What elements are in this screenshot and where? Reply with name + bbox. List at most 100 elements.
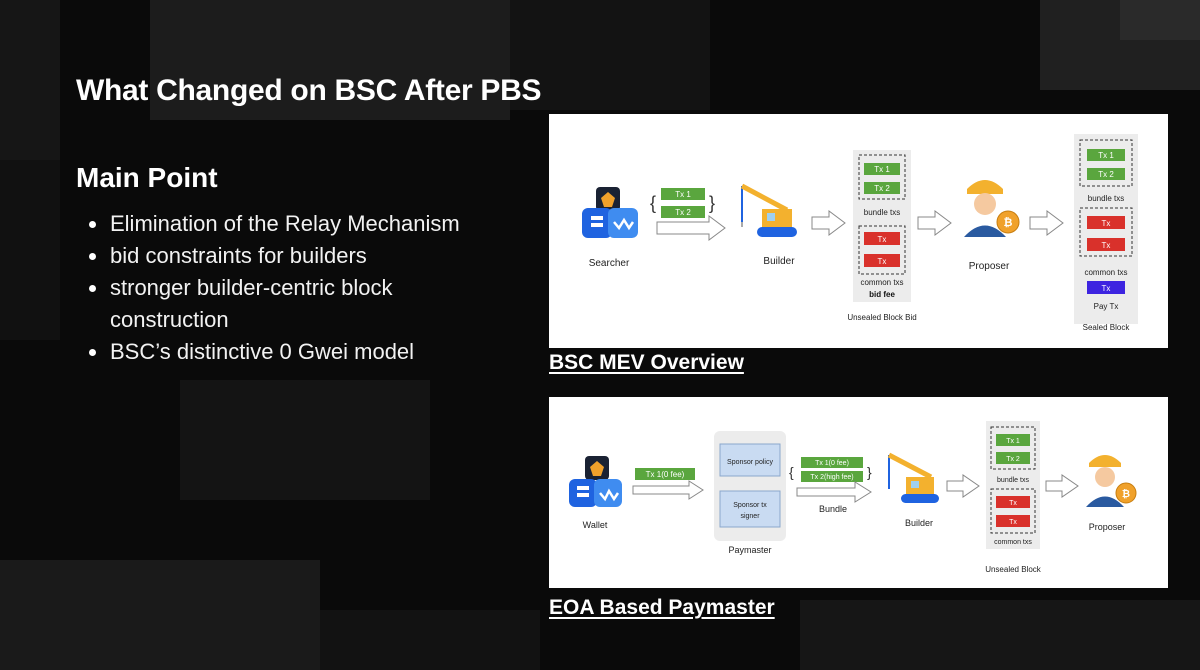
tx-label: Tx 1 xyxy=(675,190,691,199)
svg-text:₿: ₿ xyxy=(1004,217,1013,229)
tx-label: Tx xyxy=(878,235,887,244)
wallet-icon xyxy=(569,456,622,507)
tx-label: Tx 1(0 fee) xyxy=(815,460,849,467)
tx-label: Tx xyxy=(1009,519,1017,526)
pay-tx-box xyxy=(1087,281,1125,294)
tx-label: Tx 2 xyxy=(1098,170,1114,179)
mev-overview-caption: BSC MEV Overview xyxy=(549,351,744,374)
common-txs-label: common txs xyxy=(860,278,903,287)
bullet-item: Elimination of the Relay Mechanism xyxy=(86,208,506,240)
arrow-icon xyxy=(656,215,726,241)
tx-box xyxy=(996,452,1030,464)
common-group xyxy=(1079,207,1133,257)
arrow-icon xyxy=(1029,210,1064,236)
arrow-icon xyxy=(811,210,846,236)
tx-box xyxy=(1087,216,1125,229)
tx-label: Tx xyxy=(878,257,887,266)
pay-tx-label: Pay Tx xyxy=(1094,302,1119,311)
common-txs-label: common txs xyxy=(1084,268,1127,277)
tx-box xyxy=(1087,238,1125,251)
tx-box xyxy=(996,515,1030,527)
sponsor-signer-label: Sponsor tx xyxy=(733,502,767,509)
tx-label: Tx 1 xyxy=(1006,438,1020,445)
bid-fee-label: bid fee xyxy=(869,290,895,299)
paymaster-label: Paymaster xyxy=(728,545,771,555)
arrow-icon xyxy=(796,481,872,503)
section-heading: Main Point xyxy=(76,162,218,193)
mev-overview-diagram: Searcher { Tx 1 Tx 2 } Builder Tx 1 Tx 2… xyxy=(549,114,1168,348)
arrow-icon xyxy=(632,480,704,500)
tx-label: Tx xyxy=(1102,241,1111,250)
tx-label: Tx xyxy=(1102,284,1111,293)
bundle-txs-label: bundle txs xyxy=(997,477,1029,484)
sealed-block-label: Sealed Block xyxy=(1083,323,1131,332)
tx-box xyxy=(635,468,695,480)
sponsor-signer-label: signer xyxy=(740,513,760,520)
proposer-icon: ₿ xyxy=(964,180,1020,237)
background-block xyxy=(800,600,1200,670)
bullet-item: stronger builder-centric block construct… xyxy=(86,272,506,336)
proposer-label: Proposer xyxy=(969,261,1010,272)
eoa-paymaster-diagram: Wallet Tx 1(0 fee) Sponsor policy Sponso… xyxy=(549,397,1168,588)
bundle-txs-label: bundle txs xyxy=(1088,194,1124,203)
tx-label: Tx 1 xyxy=(1098,151,1114,160)
background-block xyxy=(0,160,60,340)
tx-box xyxy=(801,457,863,468)
tx-label: Tx 2 xyxy=(874,184,890,193)
common-group xyxy=(858,225,906,275)
sponsor-signer-box xyxy=(719,490,781,528)
background-block xyxy=(150,0,510,120)
tx-box xyxy=(996,496,1030,508)
bullet-list: Elimination of the Relay Mechanism bid c… xyxy=(86,208,506,368)
common-txs-label: common txs xyxy=(994,539,1032,546)
wallet-label: Wallet xyxy=(583,520,608,530)
searcher-icon xyxy=(582,187,638,238)
brace-close: } xyxy=(867,464,872,480)
bundle-group xyxy=(990,426,1036,470)
crane-icon xyxy=(887,452,939,503)
bullet-item: BSC’s distinctive 0 Gwei model xyxy=(86,336,506,368)
builder-label: Builder xyxy=(763,256,795,267)
searcher-label: Searcher xyxy=(589,258,630,269)
background-block xyxy=(0,560,320,670)
eoa-paymaster-caption: EOA Based Paymaster xyxy=(549,596,775,619)
tx-label: Tx 1(0 fee) xyxy=(646,470,685,479)
tx-label: Tx 2 xyxy=(675,208,691,217)
svg-text:₿: ₿ xyxy=(1122,488,1130,500)
background-block xyxy=(510,0,710,110)
arrow-icon xyxy=(1045,474,1079,498)
brace-open: { xyxy=(789,464,794,480)
tx-box xyxy=(1087,168,1125,180)
page-title: What Changed on BSC After PBS xyxy=(76,74,542,107)
tx-box xyxy=(864,254,900,267)
sponsor-policy-label: Sponsor policy xyxy=(727,459,773,466)
arrow-icon xyxy=(946,474,980,498)
bundle-group xyxy=(1079,139,1133,187)
common-group xyxy=(990,488,1036,534)
bundle-group xyxy=(858,154,906,200)
tx-label: Tx 1 xyxy=(874,165,890,174)
sponsor-policy-box xyxy=(719,443,781,477)
tx-box xyxy=(864,232,900,245)
tx-label: Tx xyxy=(1009,500,1017,507)
proposer-label: Proposer xyxy=(1089,522,1126,532)
tx-box xyxy=(864,163,900,175)
proposer-icon: ₿ xyxy=(1086,455,1137,507)
tx-box xyxy=(661,188,705,200)
tx-box xyxy=(864,182,900,194)
tx-box xyxy=(1087,149,1125,161)
brace-close: } xyxy=(709,193,715,213)
builder-label: Builder xyxy=(905,518,933,528)
bundle-label: Bundle xyxy=(819,504,847,514)
bundle-txs-label: bundle txs xyxy=(864,208,900,217)
unsealed-block-bid-label: Unsealed Block Bid xyxy=(847,313,916,322)
bullet-item: bid constraints for builders xyxy=(86,240,506,272)
crane-icon xyxy=(740,183,797,237)
background-block xyxy=(1120,0,1200,40)
unsealed-block-label: Unsealed Block xyxy=(985,565,1042,574)
brace-open: { xyxy=(650,193,656,213)
background-block xyxy=(320,610,540,670)
tx-label: Tx 2 xyxy=(1006,456,1020,463)
tx-label: Tx 2(high fee) xyxy=(810,474,853,481)
tx-box xyxy=(996,434,1030,446)
